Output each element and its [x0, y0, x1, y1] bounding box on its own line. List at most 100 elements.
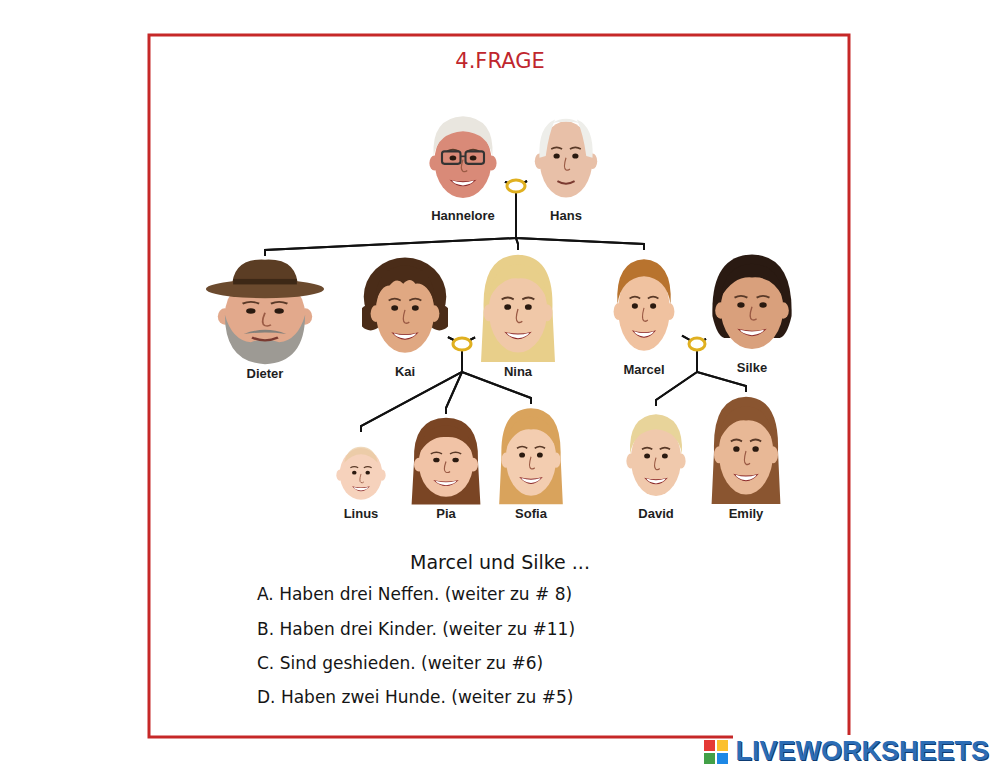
portrait-part — [630, 414, 682, 454]
portrait-part — [634, 331, 654, 337]
answer-option: D. Haben zwei Hunde. (weiter zu #5) — [257, 687, 573, 707]
portrait-part — [646, 479, 665, 484]
question-text: Marcel und Silke ... — [410, 551, 590, 573]
portrait-part — [759, 302, 766, 308]
portrait — [619, 406, 693, 506]
portrait-part — [535, 447, 545, 449]
portrait-part — [644, 478, 668, 485]
portrait — [333, 432, 389, 506]
family-line — [265, 181, 527, 256]
portrait-part — [442, 151, 460, 164]
answer-option: A. Haben drei Neffen. (weiter zu # 8) — [257, 584, 572, 604]
person-node: Sofia — [494, 404, 568, 522]
portrait-part — [225, 315, 305, 365]
portrait-part — [450, 156, 457, 161]
portrait-part — [517, 447, 527, 449]
portrait-part — [662, 454, 668, 459]
page-title: 4.FRAGE — [455, 49, 544, 73]
person-node: Kai — [362, 252, 448, 380]
brand-logo — [703, 739, 729, 765]
portrait-part — [274, 308, 283, 314]
portrait-part — [354, 487, 369, 491]
person-name: Linus — [344, 506, 379, 522]
watermark: LIVEWORKSHEETS — [733, 735, 991, 767]
portrait-part — [252, 338, 278, 341]
portrait-part — [452, 458, 458, 463]
portrait-part — [452, 181, 474, 186]
portrait-part — [537, 452, 543, 457]
portrait-part — [557, 181, 574, 184]
person-name: Emily — [729, 506, 764, 522]
portrait-part — [577, 120, 593, 158]
logo-square — [704, 753, 715, 764]
portrait-part — [507, 333, 529, 339]
portrait-part — [744, 451, 750, 465]
portrait-part — [733, 474, 759, 482]
portrait-part — [246, 308, 255, 314]
portrait-part — [450, 452, 461, 454]
portrait-part — [750, 440, 761, 442]
portrait-part — [737, 329, 766, 336]
portrait — [421, 108, 505, 208]
person-node: Nina — [475, 250, 561, 380]
portrait-part — [552, 119, 580, 123]
portrait-part — [391, 332, 419, 339]
portrait — [406, 414, 486, 506]
portrait-part — [431, 452, 442, 454]
portrait-part — [466, 151, 484, 164]
portrait-part — [735, 296, 748, 298]
person-name: Marcel — [623, 362, 664, 378]
person-name: Silke — [737, 360, 767, 376]
portrait — [706, 250, 798, 360]
logo-square — [717, 753, 728, 764]
portrait-part — [750, 307, 756, 320]
portrait-part — [419, 426, 473, 454]
portrait-part — [736, 475, 757, 481]
portrait-part — [731, 440, 742, 442]
portrait-part — [394, 333, 416, 339]
person-name: Nina — [504, 364, 532, 380]
logo-square — [717, 740, 728, 751]
portrait-part — [489, 264, 547, 299]
portrait-part — [506, 417, 556, 448]
person-node: Dieter — [206, 256, 324, 382]
person-name: Pia — [436, 506, 456, 522]
portrait-part — [409, 299, 421, 301]
portrait — [706, 392, 786, 506]
answer-option: C. Sind geshieden. (weiter zu #6) — [257, 653, 543, 673]
portrait — [475, 250, 561, 364]
portrait-part — [650, 303, 656, 309]
portrait-part — [721, 264, 784, 298]
portrait-part — [564, 158, 569, 170]
person-name: Sofia — [515, 506, 547, 522]
portrait-part — [733, 446, 739, 452]
portrait-part — [572, 153, 578, 158]
wedding-ring — [689, 338, 705, 350]
portrait-part — [719, 406, 773, 441]
portrait-part — [499, 408, 563, 504]
family-line — [682, 336, 746, 392]
portrait-part — [360, 474, 364, 483]
portrait-part — [433, 116, 492, 156]
portrait-part — [642, 308, 647, 321]
portrait-part — [752, 446, 758, 452]
person-name: Dieter — [247, 366, 284, 382]
portrait-part — [444, 462, 450, 473]
portrait-part — [376, 265, 435, 302]
portrait-part — [244, 330, 286, 334]
portrait-part — [551, 147, 562, 149]
portrait-part — [519, 477, 543, 484]
portrait-part — [352, 486, 370, 491]
person-name: Hannelore — [431, 208, 495, 224]
portrait-part — [391, 305, 398, 311]
portrait-part — [403, 310, 409, 323]
portrait-part — [436, 481, 457, 486]
portrait-part — [433, 458, 439, 463]
person-name: Kai — [395, 364, 415, 380]
portrait-part — [481, 255, 555, 362]
portrait-part — [554, 153, 560, 158]
person-node: Hans — [527, 104, 605, 224]
portrait — [494, 404, 568, 506]
portrait-part — [630, 297, 641, 299]
portrait-part — [522, 298, 534, 300]
